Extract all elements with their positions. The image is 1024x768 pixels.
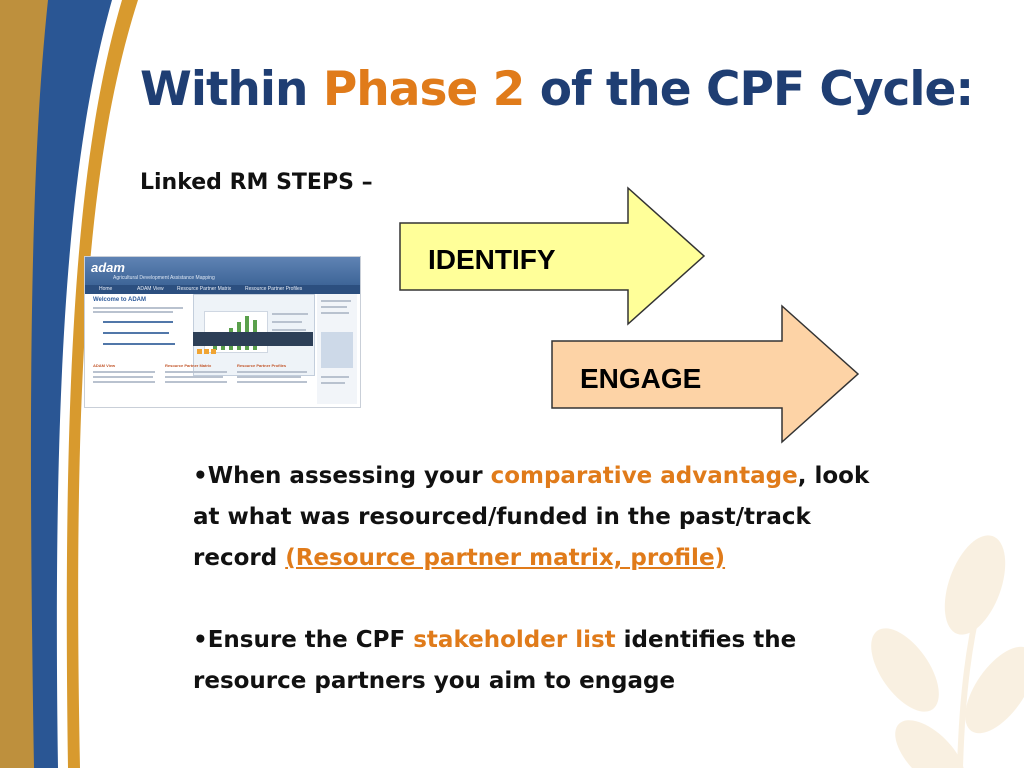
bullet-text: Ensure the CPF xyxy=(207,627,414,653)
screenshot-nav-item: Home xyxy=(99,286,113,292)
engage-arrow-shape xyxy=(551,304,860,444)
adam-logo: adam xyxy=(91,260,125,275)
bullet-text: identifies the resource partners you aim… xyxy=(193,627,797,694)
screenshot-banner xyxy=(193,332,313,346)
bullet-list: •When assessing your comparative advanta… xyxy=(193,456,873,702)
screenshot-column-title: ADAM View xyxy=(93,363,116,368)
bullet-marker: • xyxy=(193,627,208,653)
slide-title: Within Phase 2 of the CPF Cycle: xyxy=(140,62,974,117)
screenshot-nav-item: Resource Partner Profiles xyxy=(245,286,303,292)
screenshot-column-title: Resource Partner Profiles xyxy=(237,363,287,368)
leaf-watermark-icon xyxy=(871,535,1024,768)
bullet-text: , look at what was resourced/funded in t… xyxy=(193,463,870,571)
left-swoosh-gold-inner xyxy=(0,0,48,768)
screenshot-sidebar xyxy=(317,294,357,404)
identify-arrow xyxy=(399,186,706,326)
resource-partner-matrix-link[interactable]: (Resource partner matrix, profile) xyxy=(285,545,726,571)
title-prefix: Within xyxy=(140,62,323,117)
screenshot-nav-item: Resource Partner Matrix xyxy=(177,286,232,292)
title-suffix: of the CPF Cycle: xyxy=(524,62,974,117)
engage-arrow xyxy=(551,304,860,444)
stakeholder-list-term: stakeholder list xyxy=(413,627,616,653)
bullet-stakeholder-list: •Ensure the CPF stakeholder list identif… xyxy=(193,620,873,702)
linked-steps-label: Linked RM STEPS – xyxy=(140,170,373,195)
identify-arrow-label: IDENTIFY xyxy=(428,244,556,275)
identify-arrow-shape xyxy=(399,186,706,326)
comparative-advantage-term: comparative advantage xyxy=(490,463,798,489)
bullet-text: When assessing your xyxy=(207,463,491,489)
bullet-comparative-advantage: •When assessing your comparative advanta… xyxy=(193,456,873,579)
screenshot-nav: Home ADAM View Resource Partner Matrix R… xyxy=(85,285,360,294)
screenshot-nav-item: ADAM View xyxy=(137,286,164,292)
screenshot-column-title: Resource Partner Matrix xyxy=(165,363,212,368)
screenshot-welcome-heading: Welcome to ADAM xyxy=(93,297,147,303)
screenshot-header: adam Agricultural Development Assistance… xyxy=(85,257,360,285)
engage-arrow-label: ENGAGE xyxy=(580,363,702,394)
adam-logo-subtitle: Agricultural Development Assistance Mapp… xyxy=(113,275,215,281)
bullet-marker: • xyxy=(193,463,208,489)
adam-website-screenshot: adam Agricultural Development Assistance… xyxy=(84,256,361,408)
title-highlight: Phase 2 xyxy=(322,62,526,117)
